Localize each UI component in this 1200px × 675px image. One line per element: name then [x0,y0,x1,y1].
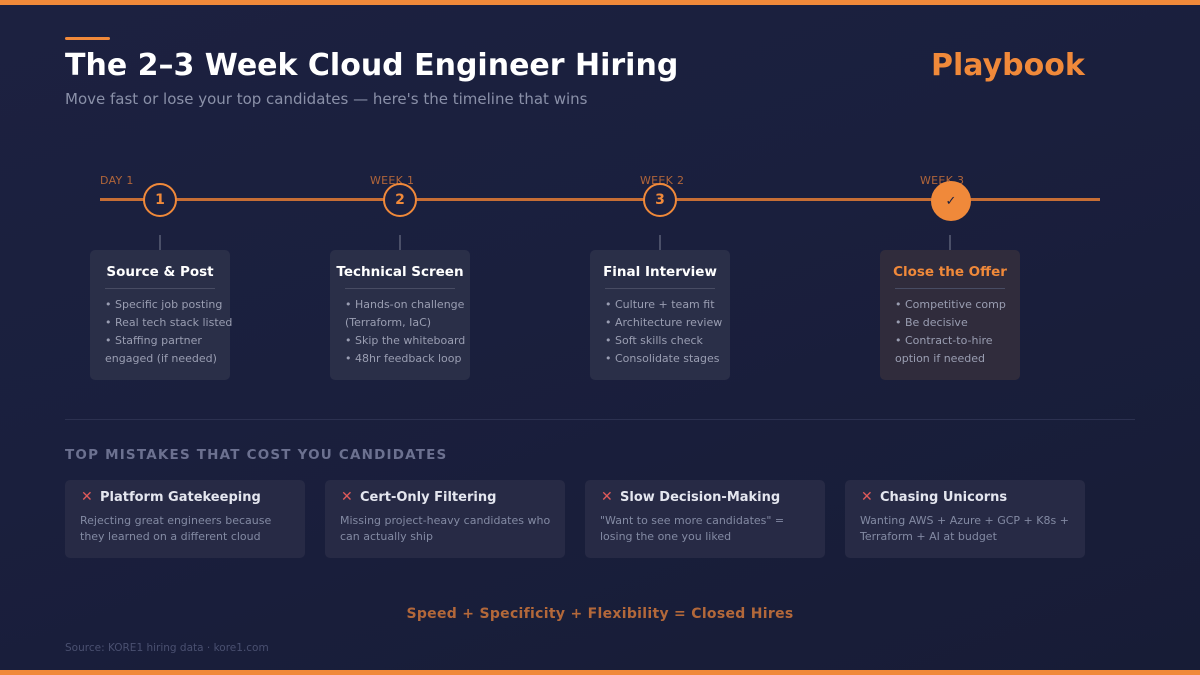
card-divider [345,288,455,289]
card-list-item: • Consolidate stages [605,352,720,365]
timeline-connector [659,235,661,250]
mistake-description: Missing project-heavy candidates who can… [340,514,551,543]
timeline-step-marker: 1 [143,183,177,217]
card-list-item: • Competitive comp [895,298,1006,311]
title-accent-line [65,37,110,40]
timeline-line [100,198,1100,201]
top-accent-bar [0,0,1200,5]
x-icon: ✕ [81,489,93,505]
card-list-item: • Skip the whiteboard [345,334,466,347]
timeline-card-close-offer: Close the Offer • Competitive comp • Be … [880,250,1020,380]
mistake-title: Slow Decision-Making [620,490,781,505]
card-list-item: option if needed [895,352,985,365]
card-list: • Hands-on challenge (Terraform, IaC) • … [345,296,495,368]
summary-formula: Speed + Specificity + Flexibility = Clos… [406,606,794,622]
card-list-item: • Contract-to-hire [895,334,993,347]
section-divider [65,419,1135,420]
card-title: Technical Screen [336,264,464,280]
card-divider [105,288,215,289]
page-title: The 2–3 Week Cloud Engineer Hiring [65,48,679,83]
mistakes-heading: TOP MISTAKES THAT COST YOU CANDIDATES [65,447,448,463]
mistake-card-chasing-unicorns: ✕ Chasing Unicorns Wanting AWS + Azure +… [845,480,1085,558]
card-list-item: • Soft skills check [605,334,703,347]
page-subtitle: Move fast or lose your top candidates — … [65,90,588,108]
card-list-item: • Culture + team fit [605,298,715,311]
card-divider [605,288,715,289]
card-divider [895,288,1005,289]
mistake-description: Rejecting great engineers because they l… [80,514,272,543]
mistake-card-slow-decision: ✕ Slow Decision-Making "Want to see more… [585,480,825,558]
mistake-card-platform-gatekeeping: ✕ Platform Gatekeeping Rejecting great e… [65,480,305,558]
mistake-description: "Want to see more candidates" = losing t… [600,514,785,543]
timeline-card-source: Source & Post • Specific job posting • R… [90,250,232,380]
card-list: • Specific job posting • Real tech stack… [105,296,255,368]
mistake-title: Chasing Unicorns [880,490,1008,505]
mistake-description: Wanting AWS + Azure + GCP + K8s + Terraf… [860,514,1069,543]
source-credit: Source: KORE1 hiring data · kore1.com [65,642,269,654]
card-list-item: • Hands-on challenge [345,298,465,311]
card-list-item: engaged (if needed) [105,352,217,365]
check-icon: ✓ [931,181,971,221]
card-title: Close the Offer [893,264,1007,280]
timeline-card-final-interview: Final Interview • Culture + team fit • A… [590,250,730,380]
timeline-step-marker: 3 [643,183,677,217]
card-title: Source & Post [106,264,214,280]
page-title-accent: Playbook [931,48,1085,83]
timeline-day-label: DAY 1 [100,174,134,187]
x-icon: ✕ [341,489,353,505]
card-list-item: • Be decisive [895,316,968,329]
card-list: • Competitive comp • Be decisive • Contr… [895,296,1045,368]
x-icon: ✕ [601,489,613,505]
mistake-title: Cert-Only Filtering [360,490,497,505]
timeline-connector [949,235,951,250]
timeline-step-marker: 2 [383,183,417,217]
timeline-day-label: WEEK 2 [640,174,685,187]
mistake-title: Platform Gatekeeping [100,490,261,505]
timeline-card-technical-screen: Technical Screen • Hands-on challenge (T… [330,250,470,380]
bottom-accent-bar [0,670,1200,675]
card-list: • Culture + team fit • Architecture revi… [605,296,755,368]
mistake-card-cert-only: ✕ Cert-Only Filtering Missing project-he… [325,480,565,558]
timeline-connector [159,235,161,250]
card-list-item: • 48hr feedback loop [345,352,462,365]
card-title: Final Interview [603,264,717,280]
card-list-item: • Architecture review [605,316,723,329]
card-list-item: • Specific job posting [105,298,223,311]
card-list-item: • Staffing partner [105,334,202,347]
card-list-item: (Terraform, IaC) [345,316,432,329]
x-icon: ✕ [861,489,873,505]
timeline-connector [399,235,401,250]
card-list-item: • Real tech stack listed [105,316,233,329]
